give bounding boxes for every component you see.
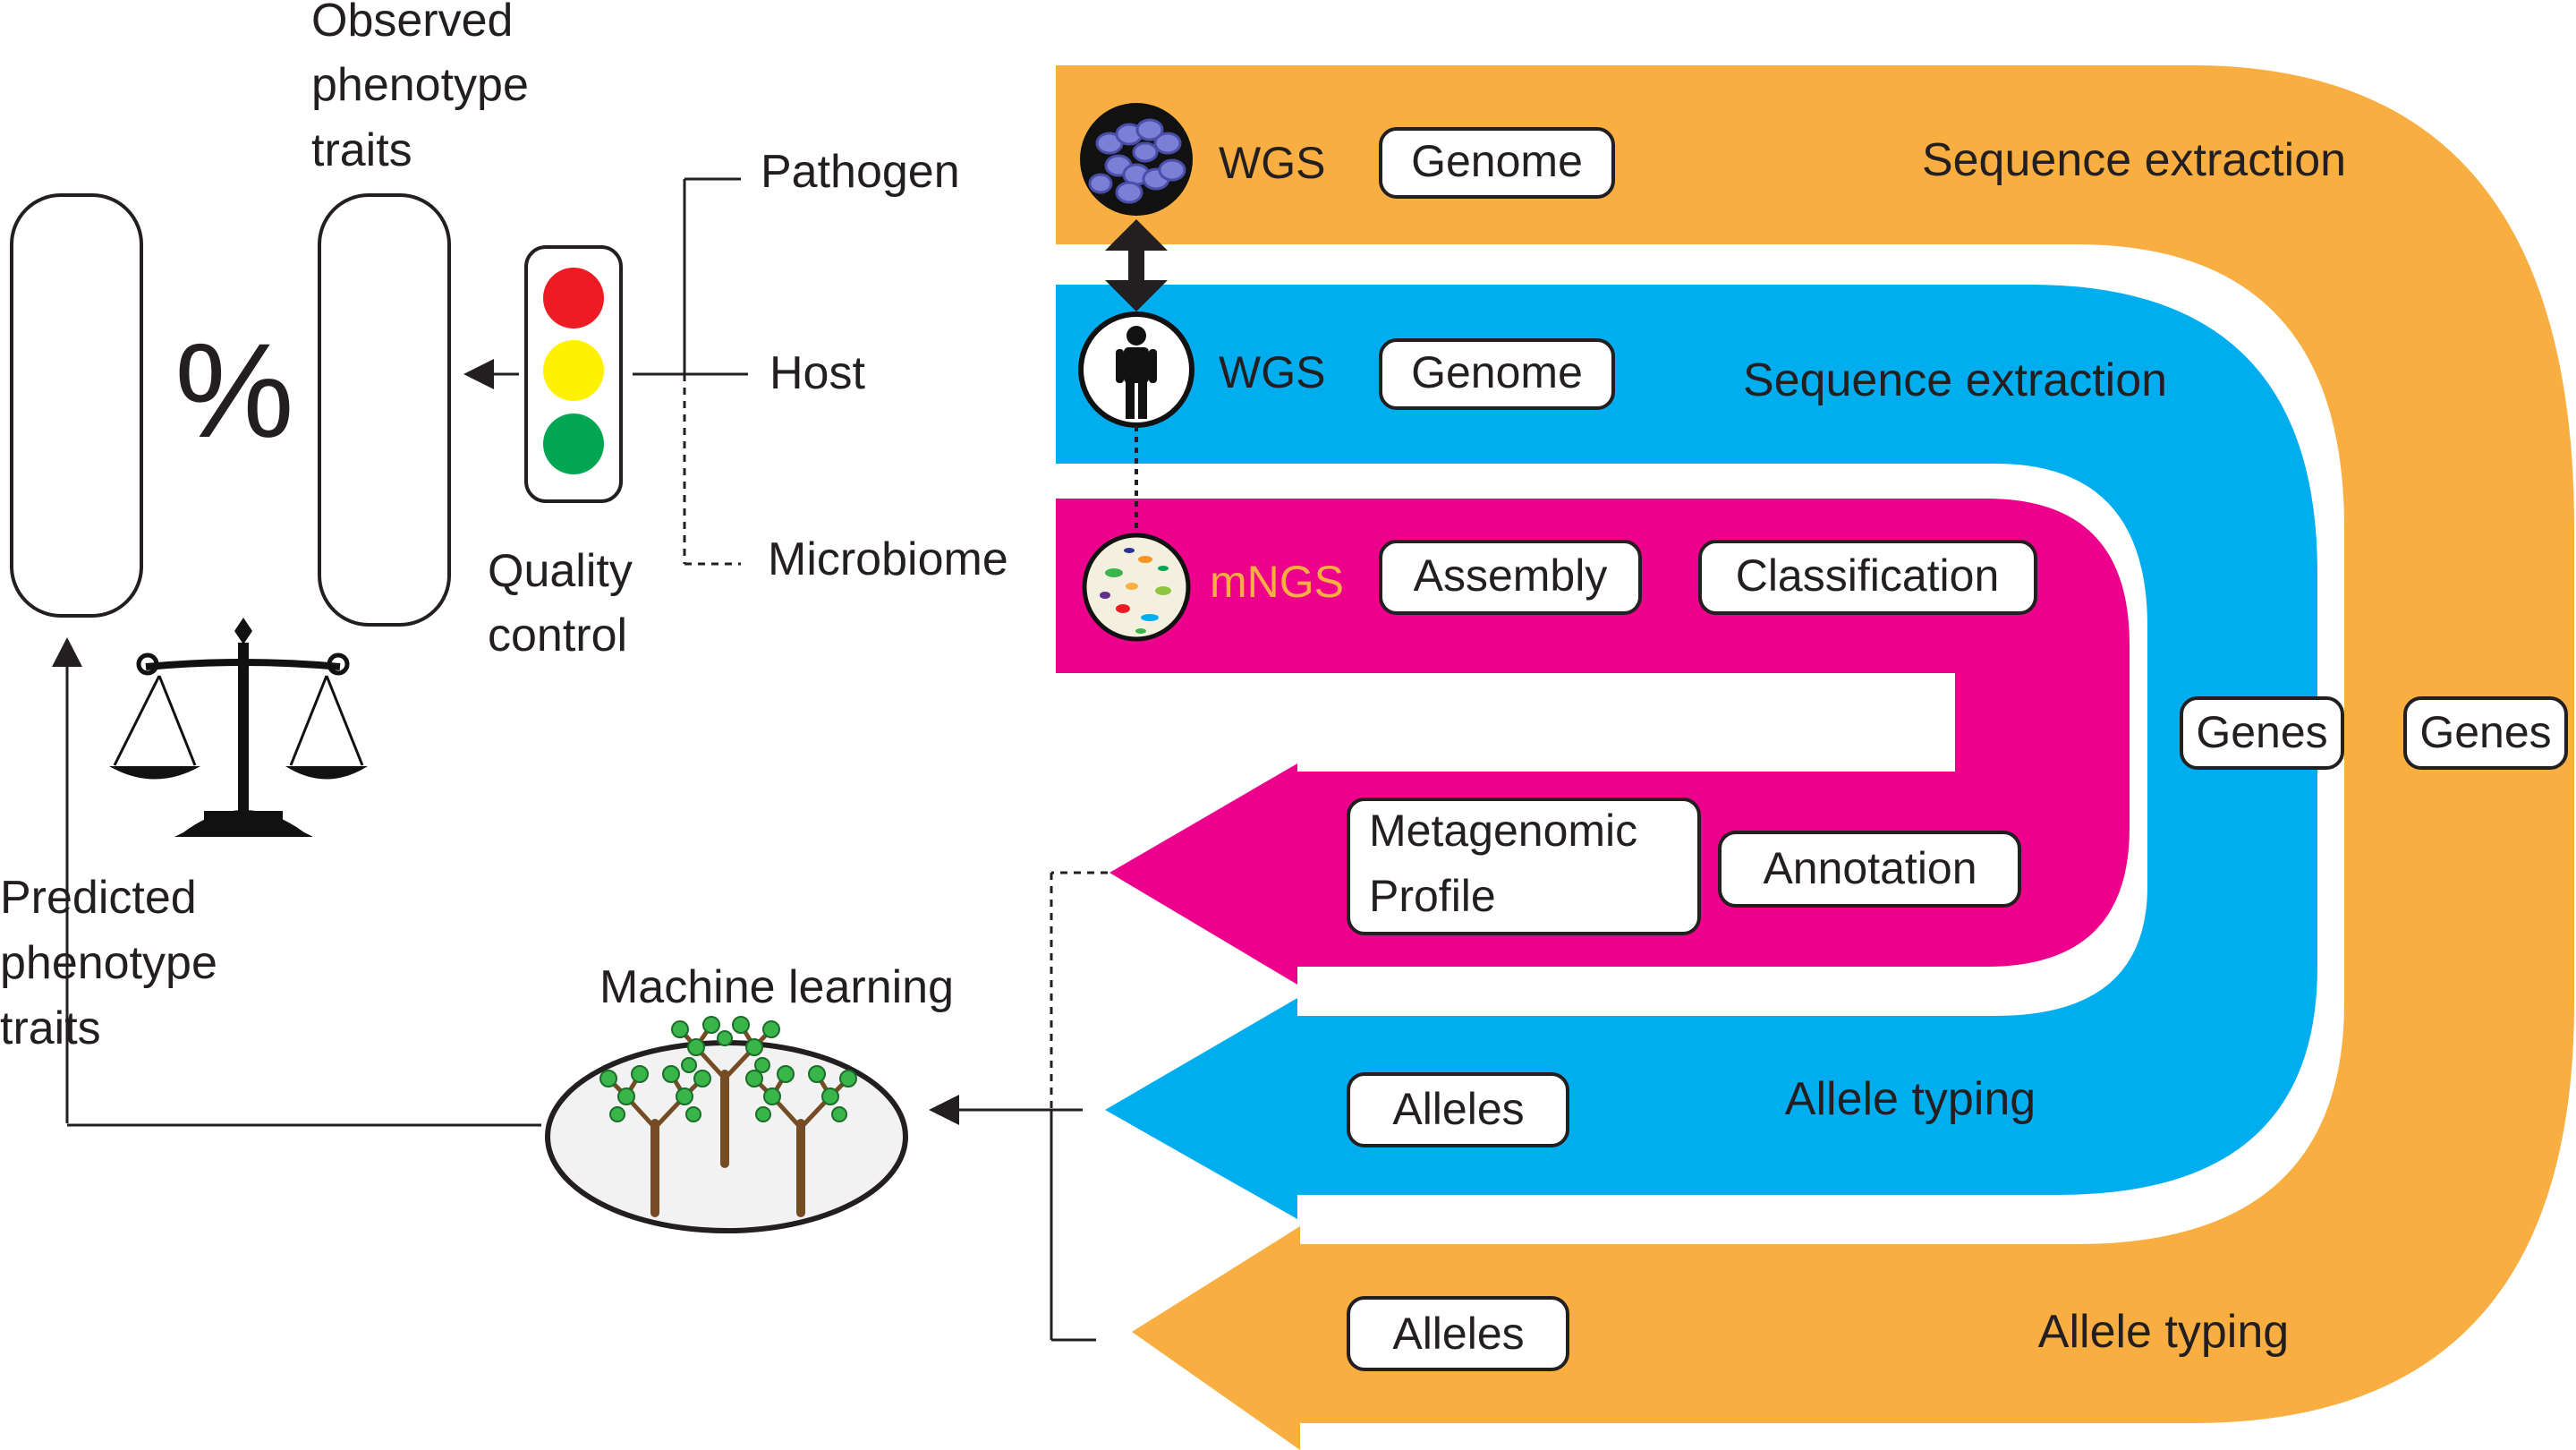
observed-label-line3: traits xyxy=(311,124,412,176)
classification-label: Classification xyxy=(1736,550,2000,601)
pathogen-genes-box: Genes xyxy=(2403,696,2568,770)
pathogen-band-shape xyxy=(1056,65,2574,1450)
predicted-label-line1: Predicted xyxy=(0,872,197,924)
scales-icon xyxy=(109,618,368,837)
pathogen-alleles-box: Alleles xyxy=(1347,1296,1569,1371)
microbiome-source-label: Microbiome xyxy=(768,533,1008,585)
pathogen-genome-label: Genome xyxy=(1411,136,1583,186)
collector-lines xyxy=(67,871,1108,1342)
pathogen-source-label: Pathogen xyxy=(761,146,960,198)
predicted-label-line3: traits xyxy=(0,1002,101,1054)
percent-symbol: % xyxy=(174,315,293,465)
classification-box: Classification xyxy=(1698,540,2037,615)
pathogen-genes-label: Genes xyxy=(2419,707,2551,757)
qc-label-line2: control xyxy=(488,610,627,661)
microbiome-method-label: mNGS xyxy=(1210,557,1344,607)
metagenomic-profile-line1: Metagenomic xyxy=(1369,806,1637,856)
observed-label-line1: Observed xyxy=(311,0,513,47)
pathogen-sequence-extraction-label: Sequence extraction xyxy=(1922,134,2346,186)
predicted-traits-pill xyxy=(10,193,143,618)
qc-arrow xyxy=(463,359,519,389)
observed-label-line2: phenotype xyxy=(311,59,529,111)
host-source-label: Host xyxy=(769,347,865,399)
host-allele-typing-label: Allele typing xyxy=(1785,1073,2036,1125)
annotation-label: Annotation xyxy=(1763,843,1977,893)
host-genes-label: Genes xyxy=(2196,707,2327,757)
person-icon xyxy=(1078,311,1194,428)
observed-traits-pill xyxy=(318,193,451,627)
metagenomic-profile-box: Metagenomic Profile xyxy=(1347,798,1701,935)
double-arrow-icon xyxy=(1105,219,1168,311)
metagenomic-profile-line2: Profile xyxy=(1369,871,1496,921)
predicted-arrow xyxy=(52,637,82,1123)
traffic-light-icon xyxy=(524,245,623,503)
machine-learning-label: Machine learning xyxy=(599,961,954,1013)
host-genome-label: Genome xyxy=(1411,347,1583,397)
qc-label-line1: Quality xyxy=(488,545,633,597)
host-alleles-box: Alleles xyxy=(1347,1072,1569,1147)
forest-icon xyxy=(545,1016,908,1233)
pathogen-genome-box: Genome xyxy=(1379,127,1615,199)
pathogen-alleles-label: Alleles xyxy=(1392,1309,1524,1359)
host-sequence-extraction-label: Sequence extraction xyxy=(1743,354,2167,406)
source-bracket xyxy=(633,177,748,566)
host-genome-box: Genome xyxy=(1379,338,1615,410)
host-alleles-label: Alleles xyxy=(1392,1084,1524,1134)
assembly-label: Assembly xyxy=(1414,550,1608,601)
host-method-label: WGS xyxy=(1219,347,1325,397)
bacteria-icon xyxy=(1080,103,1193,216)
pathogen-method-label: WGS xyxy=(1219,138,1325,188)
assembly-box: Assembly xyxy=(1379,540,1642,615)
predicted-label-line2: phenotype xyxy=(0,937,217,989)
pathogen-band xyxy=(1056,65,2574,1450)
host-genes-box: Genes xyxy=(2180,696,2344,770)
annotation-box: Annotation xyxy=(1718,831,2021,908)
microbiome-icon xyxy=(1082,533,1191,642)
pathogen-allele-typing-label: Allele typing xyxy=(2038,1306,2289,1358)
